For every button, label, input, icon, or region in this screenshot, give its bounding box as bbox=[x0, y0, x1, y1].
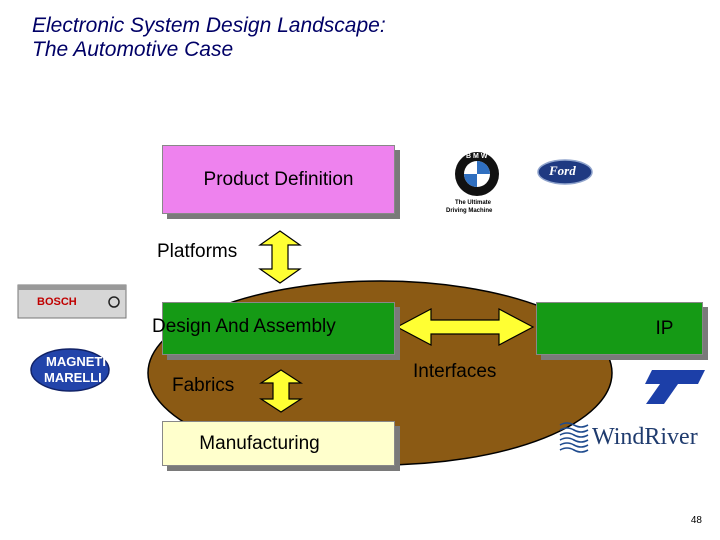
manufacturing-label: Manufacturing bbox=[199, 432, 320, 454]
bmw-tagline-1: The Ultimate bbox=[455, 200, 492, 206]
platforms-arrow bbox=[258, 230, 302, 284]
marelli-logo-text-2: MARELLI bbox=[44, 370, 102, 385]
ford-logo-text: Ford bbox=[549, 163, 576, 178]
interfaces-label: Interfaces bbox=[413, 361, 497, 382]
ip-box: IP bbox=[536, 302, 703, 355]
magneti-logo-text-1: MAGNETI bbox=[46, 354, 106, 369]
windriver-logo-text: WindRiver bbox=[592, 424, 698, 450]
product-definition-box: Product Definition bbox=[162, 145, 395, 214]
bmw-logo bbox=[455, 152, 499, 196]
bmw-logo-letters: BMW bbox=[466, 153, 490, 160]
platforms-label: Platforms bbox=[157, 241, 238, 262]
magneti-marelli-logo bbox=[30, 348, 110, 392]
ip-label: IP bbox=[655, 317, 674, 339]
fabrics-label: Fabrics bbox=[172, 375, 235, 396]
interfaces-arrow bbox=[395, 308, 535, 346]
manufacturing-box: Manufacturing bbox=[162, 421, 395, 466]
ford-logo bbox=[537, 159, 593, 185]
title-line-1: Electronic System Design Landscape: bbox=[32, 14, 386, 37]
page-number: 48 bbox=[690, 515, 702, 526]
bosch-logo bbox=[17, 284, 127, 319]
st-logo bbox=[645, 370, 705, 404]
product-definition-label: Product Definition bbox=[203, 168, 354, 190]
fabrics-arrow bbox=[258, 369, 304, 413]
title-line-2: The Automotive Case bbox=[32, 38, 234, 61]
design-and-assembly-label: Design And Assembly bbox=[152, 316, 336, 337]
design-and-assembly-box bbox=[162, 302, 395, 355]
slide-title: Electronic System Design Landscape: The … bbox=[32, 14, 386, 62]
windriver-logo bbox=[559, 422, 589, 453]
bmw-tagline-2: Driving Machine bbox=[446, 208, 493, 214]
bosch-logo-text: BOSCH bbox=[37, 296, 77, 308]
